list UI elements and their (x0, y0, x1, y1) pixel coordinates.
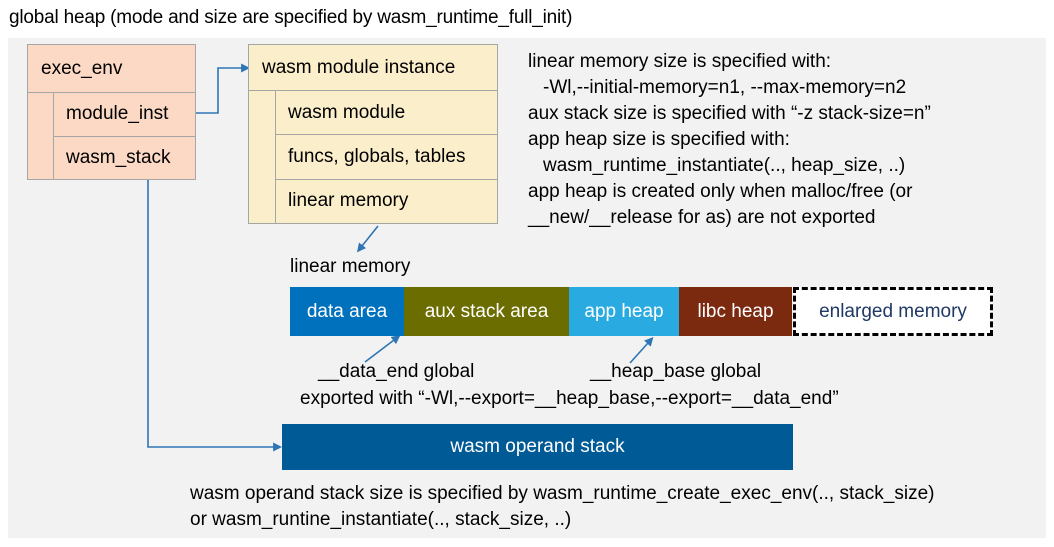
note-line: aux stack size is specified with “-z sta… (528, 103, 931, 124)
linear-memory-bar: data area aux stack area app heap libc h… (290, 287, 993, 336)
segment-enlarged-memory: enlarged memory (793, 287, 993, 336)
heap-base-global-label: __heap_base global (590, 361, 762, 382)
note-line: app heap size is specified with: (528, 129, 790, 150)
footer-note: wasm operand stack size is specified by … (190, 481, 935, 533)
footer-line: or wasm_runtine_instantiate(.., stack_si… (190, 509, 572, 530)
segment-app-heap: app heap (569, 287, 679, 336)
exec-env-row-module-inst: module_inst (54, 93, 195, 137)
exec-env-body: module_inst wasm_stack (28, 93, 195, 179)
module-row-funcs-globals-tables: funcs, globals, tables (276, 135, 497, 180)
wasm-operand-stack-bar: wasm operand stack (282, 424, 793, 470)
module-row-wasm-module: wasm module (276, 91, 497, 136)
wasm-module-instance-gutter (249, 91, 276, 223)
note-line: __new/__release for as) are not exported (528, 207, 876, 228)
linear-memory-label: linear memory (290, 256, 411, 277)
exec-env-gutter (28, 93, 54, 179)
diagram-panel: exec_env module_inst wasm_stack wasm mod… (8, 38, 1046, 538)
note-line: app heap is created only when malloc/fre… (528, 181, 913, 202)
exec-env-header: exec_env (28, 45, 195, 93)
exported-with-label: exported with “-Wl,--export=__heap_base,… (300, 388, 839, 409)
note-line: -Wl,--initial-memory=n1, --max-memory=n2 (543, 77, 907, 98)
segment-aux-stack-area: aux stack area (404, 287, 569, 336)
footer-line: wasm operand stack size is specified by … (190, 483, 935, 504)
diagram-title: global heap (mode and size are specified… (9, 7, 573, 28)
exec-env-box: exec_env module_inst wasm_stack (27, 44, 196, 180)
segment-data-area: data area (290, 287, 404, 336)
data-end-global-label: __data_end global (318, 361, 475, 382)
connector-instance-to-linear-memory-label (356, 225, 379, 253)
wasm-module-instance-box: wasm module instance wasm module funcs, … (248, 44, 498, 224)
segment-libc-heap: libc heap (679, 287, 792, 336)
connector-heap-base-arrow (629, 336, 654, 364)
wasm-module-instance-body: wasm module funcs, globals, tables linea… (249, 91, 497, 223)
wasm-module-instance-header: wasm module instance (249, 45, 497, 91)
module-row-linear-memory: linear memory (288, 190, 409, 212)
connector-data-end-arrow (364, 335, 401, 363)
notes-block: linear memory size is specified with: -W… (528, 49, 1043, 231)
note-line: wasm_runtime_instantiate(.., heap_size, … (543, 155, 906, 176)
exec-env-row-wasm-stack: wasm_stack (66, 146, 171, 168)
note-line: linear memory size is specified with: (528, 51, 832, 72)
